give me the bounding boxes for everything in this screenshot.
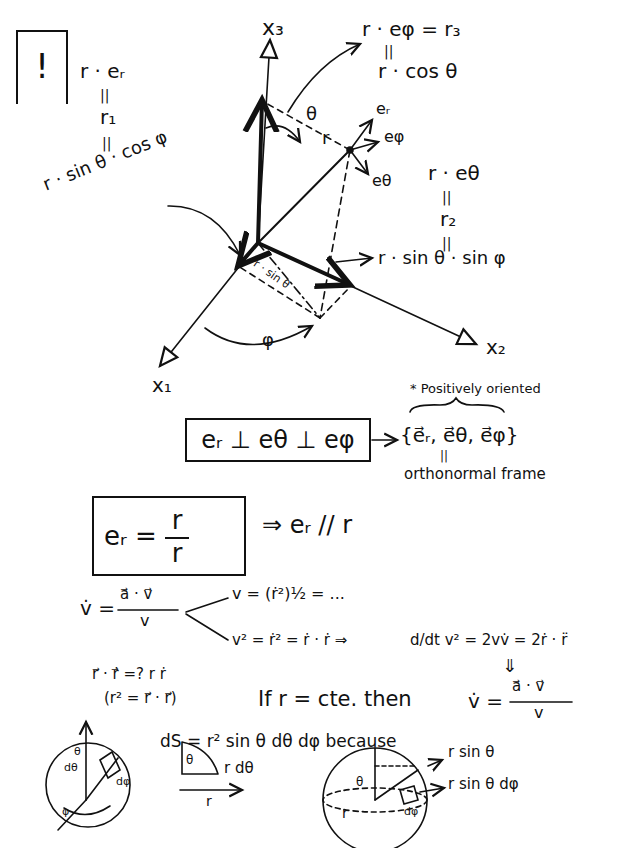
handwritten-note: θ (306, 104, 317, 124)
handwritten-note: r₂ (440, 208, 456, 230)
handwritten-note: x₂ (486, 336, 506, 358)
formula-text: r (172, 539, 183, 568)
handwritten-note: θ (186, 754, 193, 767)
handwritten-note: v (140, 612, 149, 630)
handwritten-note: r · eθ (428, 162, 480, 184)
handwritten-note: v = (ṙ²)½ = ... (232, 585, 345, 603)
handwritten-note: {e⃗ᵣ, e⃗θ, e⃗φ} (400, 424, 518, 446)
handwritten-note: a⃗ · v⃗ (120, 586, 152, 603)
formula-text: r (172, 506, 183, 535)
handwritten-note: v (534, 704, 543, 722)
handwritten-note: orthonormal frame (404, 466, 546, 483)
handwritten-note: (r² = r⃗ · r⃗) (104, 690, 177, 707)
handwritten-note: r (322, 128, 329, 148)
handwritten-note: r · sin θ · sin φ (378, 248, 506, 268)
handwritten-note: eθ (372, 172, 392, 190)
handwritten-note: φ (262, 330, 274, 350)
handwritten-note: v² = ṙ² = ṙ · ṙ ⇒ (232, 632, 347, 649)
handwritten-note: dφ (116, 776, 130, 788)
handwritten-note: x₃ (262, 16, 284, 40)
handwritten-note: φ (62, 806, 69, 818)
handwritten-note: r · eᵣ (80, 60, 125, 82)
handwritten-note: If r = cte. then (258, 688, 412, 711)
formula-text: eᵣ ⊥ eθ ⊥ eφ (201, 427, 354, 453)
handwritten-note: r₁ (100, 106, 116, 128)
handwritten-note: d/dt v² = 2vv̇ = 2ṙ · r̈ (410, 632, 567, 649)
handwritten-note: || (100, 88, 109, 103)
handwritten-note: θ (74, 746, 81, 758)
handwritten-note: v̇ = (80, 597, 115, 619)
handwritten-note: r sin θ dφ (448, 776, 519, 793)
handwritten-note: dθ (64, 762, 78, 774)
handwritten-note: a⃗ · v⃗ (512, 678, 544, 695)
handwritten-note: r sin θ (448, 744, 494, 761)
handwritten-note: eᵣ (376, 100, 390, 118)
formula-text: eᵣ = (104, 522, 157, 551)
handwritten-note: r (206, 794, 212, 809)
handwritten-note: || (384, 44, 393, 59)
handwritten-note: θ (356, 776, 363, 789)
handwritten-note: eφ (384, 128, 404, 146)
handwritten-note: dS = r² sin θ dθ dφ because (160, 732, 397, 751)
handwritten-note: r (342, 806, 348, 821)
handwritten-note: ⇒ eᵣ // r (262, 512, 352, 538)
handwritten-note: r · eφ = r₃ (362, 18, 461, 40)
handwritten-note: v̇ = (468, 690, 503, 712)
handwritten-note: x₁ (152, 374, 172, 396)
formula-text: ! (35, 48, 49, 85)
handwritten-note: || (442, 190, 451, 205)
formula-box: eᵣ ⊥ eθ ⊥ eφ (185, 418, 371, 462)
handwritten-note: * Positively oriented (410, 382, 541, 396)
handwritten-note: r · cos θ (378, 60, 458, 82)
handwritten-note: || (440, 450, 448, 463)
handwritten-note: ⇓ (502, 656, 517, 676)
handwritten-note: dφ (404, 806, 418, 818)
note-mark-box: ! (16, 30, 68, 104)
formula-box: eᵣ = rr (92, 496, 246, 576)
handwritten-note: r dθ (224, 760, 254, 777)
handwritten-note: r⃗ · ṙ⃗ =? r ṙ (92, 666, 166, 683)
